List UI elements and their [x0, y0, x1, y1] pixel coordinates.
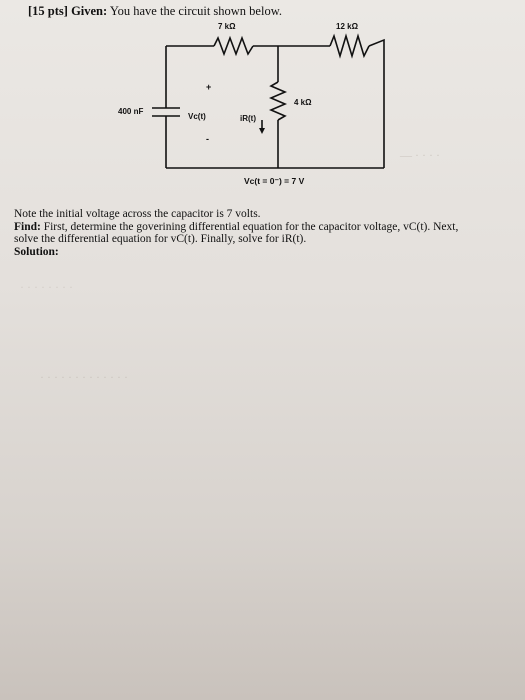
- label-4k: 4 kΩ: [294, 98, 312, 107]
- bleed-through-line: · · · · · · · · · · · · ·: [40, 370, 128, 384]
- label-ir: iR(t): [240, 114, 256, 123]
- problem-header: [15 pts] Given: You have the circuit sho…: [28, 4, 282, 19]
- find-text-1: First, determine the goverining differen…: [43, 220, 459, 233]
- label-7k: 7 kΩ: [218, 22, 236, 31]
- initial-condition: Vc(t = 0⁻) = 7 V: [244, 176, 305, 186]
- given-text: You have the circuit shown below.: [109, 4, 283, 18]
- problem-statement: Note the initial voltage across the capa…: [14, 208, 519, 258]
- label-vc: Vc(t): [188, 112, 206, 121]
- bleed-through-text: — · · · ·: [400, 148, 440, 162]
- points-label: [15 pts]: [28, 4, 68, 18]
- plus-sign: +: [206, 82, 212, 92]
- note-text: Note the initial voltage across the capa…: [14, 208, 261, 220]
- wire-top-right: [368, 38, 385, 168]
- label-12k: 12 kΩ: [336, 22, 358, 31]
- bleed-through-line: · · · · · · · ·: [20, 280, 73, 294]
- circuit-diagram: [152, 33, 385, 169]
- resistor-4k: [268, 81, 288, 121]
- resistor-12k: [329, 33, 370, 59]
- find-label: Find:: [14, 220, 41, 233]
- solution-label: Solution:: [14, 245, 59, 258]
- find-text-2: solve the differential equation for vC(t…: [14, 233, 307, 245]
- minus-sign: -: [206, 134, 209, 144]
- given-label: Given:: [71, 4, 108, 18]
- find-line-1: Find: First, determine the goverining di…: [14, 221, 519, 234]
- current-arrow-head: [259, 128, 265, 134]
- label-400nf: 400 nF: [118, 107, 144, 116]
- resistor-7k: [213, 35, 254, 57]
